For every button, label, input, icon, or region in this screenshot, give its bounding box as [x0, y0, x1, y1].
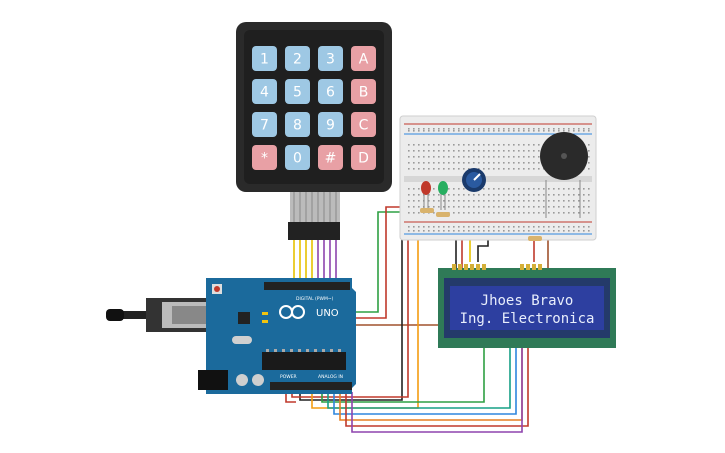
- keypad-key-face[interactable]: [285, 46, 310, 71]
- keypad-key-label: 1: [260, 52, 269, 68]
- crystal: [232, 336, 252, 344]
- breadboard-holes: [408, 128, 590, 232]
- keypad-key-label: 0: [293, 151, 302, 167]
- keypad-key-label: 3: [326, 52, 335, 68]
- keypad-key-face[interactable]: [351, 112, 376, 137]
- arduino-uno: UNO DIGITAL (PWM~) POWER ANALOG IN: [106, 278, 356, 394]
- wire-lcd-d5: [345, 348, 529, 427]
- keypad-key-label: 6: [326, 85, 335, 101]
- atmega-chip: [262, 352, 346, 370]
- digital-header: [264, 282, 350, 290]
- keypad-key-label: #: [325, 151, 337, 167]
- keypad-key-face[interactable]: [351, 145, 376, 170]
- keypad-key-1[interactable]: 1: [252, 46, 277, 71]
- keypad-key-label: 7: [260, 118, 269, 134]
- potentiometer[interactable]: [462, 168, 486, 192]
- wire-lcd-d6: [351, 348, 523, 433]
- keypad-key-face[interactable]: [252, 145, 277, 170]
- keypad-key-3[interactable]: 3: [318, 46, 343, 71]
- analog-label: ANALOG IN: [318, 374, 343, 380]
- wire-red-led: [352, 206, 408, 319]
- lcd-line-1: Jhoes Bravo: [481, 293, 574, 309]
- keypad-key-label: 9: [326, 118, 335, 134]
- keypad-key-face[interactable]: [351, 79, 376, 104]
- keypad: 1 2 3 A 4 5 6 B 7 8 9 C * 0 # D: [236, 22, 392, 240]
- keypad-key-5[interactable]: 5: [285, 79, 310, 104]
- keypad-key-label: 5: [293, 85, 302, 101]
- capacitor-2: [252, 374, 264, 386]
- keypad-key-6[interactable]: 6: [318, 79, 343, 104]
- keypad-key-label: 8: [293, 118, 302, 134]
- led-tx: [262, 320, 268, 323]
- keypad-key-8[interactable]: 8: [285, 112, 310, 137]
- keypad-ribbon-lines: [293, 192, 337, 222]
- usb-cable: [120, 311, 160, 319]
- keypad-key-face[interactable]: [285, 79, 310, 104]
- keypad-key-face[interactable]: [318, 79, 343, 104]
- keypad-key-face[interactable]: [285, 112, 310, 137]
- keypad-key-label: *: [261, 151, 268, 167]
- keypad-key-face[interactable]: [318, 145, 343, 170]
- keypad-key-star[interactable]: *: [252, 145, 277, 170]
- keypad-key-hash[interactable]: #: [318, 145, 343, 170]
- keypad-keys: 1 2 3 A 4 5 6 B 7 8 9 C * 0 # D: [252, 46, 376, 170]
- keypad-key-face[interactable]: [318, 46, 343, 71]
- lcd-screen: [450, 286, 604, 330]
- wire-lcd-d3: [333, 348, 517, 415]
- keypad-key-2[interactable]: 2: [285, 46, 310, 71]
- arduino-logo: [279, 305, 305, 319]
- buzzer: [540, 132, 588, 218]
- keypad-key-face[interactable]: [252, 46, 277, 71]
- keypad-connector: [288, 222, 340, 240]
- wire-green-led: [352, 211, 415, 313]
- keypad-key-label: 4: [260, 85, 269, 101]
- power-jack: [198, 370, 228, 390]
- capacitor-1: [236, 374, 248, 386]
- keypad-key-c[interactable]: C: [351, 112, 376, 137]
- keypad-key-a[interactable]: A: [351, 46, 376, 71]
- keypad-key-label: 2: [293, 52, 302, 68]
- led-green: [438, 181, 448, 210]
- wire-arduino-left: [285, 392, 296, 403]
- keypad-key-4[interactable]: 4: [252, 79, 277, 104]
- arduino-uno-label: UNO: [316, 308, 339, 319]
- smd-chip: [238, 312, 250, 324]
- keypad-key-label: B: [359, 85, 369, 101]
- keypad-key-face[interactable]: [252, 79, 277, 104]
- keypad-key-d[interactable]: D: [351, 145, 376, 170]
- keypad-key-face[interactable]: [351, 46, 376, 71]
- keypad-ribbon: [290, 192, 340, 222]
- digital-label: DIGITAL (PWM~): [296, 296, 334, 302]
- keypad-key-7[interactable]: 7: [252, 112, 277, 137]
- keypad-key-9[interactable]: 9: [318, 112, 343, 137]
- lcd-module: Jhoes Bravo Ing. Electronica: [438, 264, 616, 348]
- analog-header: [270, 382, 352, 390]
- keypad-key-label: A: [359, 52, 369, 68]
- keypad-key-b[interactable]: B: [351, 79, 376, 104]
- wire-lcd-d4: [339, 348, 523, 421]
- keypad-key-label: C: [359, 118, 369, 134]
- lcd-line-2: Ing. Electronica: [460, 311, 595, 327]
- keypad-key-face[interactable]: [252, 112, 277, 137]
- keypad-key-label: D: [358, 151, 369, 167]
- led-red: [421, 181, 431, 210]
- keypad-key-face[interactable]: [318, 112, 343, 137]
- lcd-header-pins: [452, 264, 542, 270]
- power-label: POWER: [280, 374, 297, 380]
- keypad-key-face[interactable]: [285, 145, 310, 170]
- keypad-key-0[interactable]: 0: [285, 145, 310, 170]
- led-on: [262, 312, 268, 315]
- resistors: [420, 208, 542, 241]
- wire-lcd-d2: [327, 348, 511, 409]
- wire-lcd-d1: [321, 348, 485, 403]
